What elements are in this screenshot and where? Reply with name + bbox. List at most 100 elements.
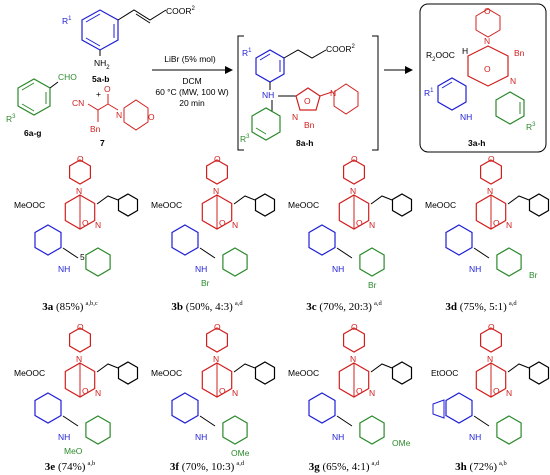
r3-label-3: R3 bbox=[526, 122, 536, 132]
morpholine-o: O bbox=[77, 154, 84, 164]
product-yield: (70%, 10:3) bbox=[179, 461, 235, 473]
aryl-ring bbox=[496, 247, 522, 277]
bridge-o: O bbox=[219, 386, 226, 396]
imine-n: N bbox=[95, 388, 101, 398]
benzyl-ring bbox=[254, 193, 276, 217]
product-footnote: a,b bbox=[499, 460, 507, 467]
product-id: 3e bbox=[45, 461, 56, 473]
product-caption: 3f (70%, 10:3)a,d bbox=[170, 460, 245, 473]
nh-label: NH bbox=[469, 264, 481, 274]
oxazole-n: N bbox=[292, 112, 298, 122]
product-yield: (72%) bbox=[467, 461, 498, 473]
morpholine-n: N bbox=[213, 186, 219, 196]
nh-label: NH bbox=[332, 432, 344, 442]
morpholine-o: O bbox=[214, 154, 221, 164]
ester-label: MeOOC bbox=[151, 368, 182, 378]
product-caption: 3c (70%, 20:3)a,d bbox=[306, 300, 382, 313]
imine-n: N bbox=[232, 388, 238, 398]
label-5: 5a-b bbox=[92, 74, 109, 84]
h-label-3: H bbox=[462, 46, 468, 56]
bridge-o: O bbox=[493, 218, 500, 228]
aryl-substituent: Br bbox=[529, 270, 538, 280]
benzyl-ring bbox=[528, 361, 550, 385]
r1-label-3: R1 bbox=[424, 88, 434, 98]
product-footnote: a,d bbox=[374, 300, 383, 307]
bridge-o: O bbox=[356, 218, 363, 228]
imine-n: N bbox=[506, 388, 512, 398]
product-id: 3d bbox=[445, 301, 457, 313]
carbonyl-o: O bbox=[104, 84, 111, 94]
product-id: 3f bbox=[170, 461, 180, 473]
morpholine-o: O bbox=[351, 154, 358, 164]
morpholine-ring bbox=[343, 327, 365, 353]
quinoline-benzo-ring bbox=[171, 224, 199, 256]
benzyl-ring bbox=[254, 361, 276, 385]
label-6: 6a-g bbox=[24, 128, 41, 138]
morpholine-n: N bbox=[350, 186, 356, 196]
aryl-substituent: Br bbox=[368, 280, 377, 290]
product-yield: (74%) bbox=[55, 461, 86, 473]
ester-label: COOR2 bbox=[166, 6, 196, 16]
r3-label-8: R3 bbox=[240, 134, 250, 144]
nh-label-3: NH bbox=[460, 112, 472, 122]
label-8: 8a-h bbox=[296, 138, 313, 148]
ester-label: MeOOC bbox=[425, 200, 456, 210]
morpholine-o: O bbox=[351, 322, 358, 332]
aryl-substituent: Br bbox=[201, 278, 210, 288]
bridge-o: O bbox=[356, 386, 363, 396]
product-yield: (85%) bbox=[53, 301, 84, 313]
morpholine-o: O bbox=[488, 154, 495, 164]
aryl-substituent: OMe bbox=[231, 448, 250, 458]
aryl-ring bbox=[359, 247, 385, 277]
reactant-7: CN O N O Bn 7 bbox=[72, 84, 155, 148]
aryl-ring bbox=[222, 247, 248, 277]
bridge-o: O bbox=[493, 386, 500, 396]
product-yield: (70%, 20:3) bbox=[317, 301, 373, 313]
bridge-o: O bbox=[82, 218, 89, 228]
label-7: 7 bbox=[100, 138, 105, 148]
reactant-5: COOR2 NH2 R1 5a-b bbox=[62, 6, 196, 84]
product-caption: 3b (50%, 4:3)a,d bbox=[171, 300, 243, 313]
product-caption: 3a (85%)a,b,c bbox=[42, 300, 98, 313]
reaction-arrow: LiBr (5% mol) DCM 60 °C (MW, 100 W) 20 m… bbox=[152, 54, 233, 108]
cn-label: CN bbox=[72, 98, 84, 108]
ester-label: MeOOC bbox=[288, 368, 319, 378]
benzyl-ring bbox=[117, 361, 139, 385]
nh-label: NH bbox=[332, 264, 344, 274]
aryl-ring bbox=[85, 415, 111, 445]
ester-label: MeOOC bbox=[151, 200, 182, 210]
morpholine-n: N bbox=[350, 354, 356, 364]
aryl-substituent: MeO bbox=[64, 446, 83, 456]
bn-label-7: Bn bbox=[90, 124, 101, 134]
product-footnote: a,b bbox=[87, 460, 95, 467]
bridge-o: O bbox=[219, 218, 226, 228]
product-caption: 3g (65%, 4:1)a,d bbox=[309, 460, 380, 473]
product-caption: 3d (75%, 5:1)a,d bbox=[445, 300, 517, 313]
quinoline-benzo-ring bbox=[34, 392, 62, 424]
product-id: 3a bbox=[42, 301, 54, 313]
morpholine-n: N bbox=[76, 354, 82, 364]
morpholine-o: O bbox=[488, 322, 495, 332]
ester-label: EtOOC bbox=[431, 368, 458, 378]
r1-label-8: R1 bbox=[242, 48, 252, 58]
product-id: 3h bbox=[455, 461, 467, 473]
condition-3: 60 °C (MW, 100 W) bbox=[155, 87, 228, 97]
condition-1: LiBr (5% mol) bbox=[164, 54, 216, 64]
product-yield: (50%, 4:3) bbox=[183, 301, 233, 313]
bridge-o: O bbox=[82, 386, 89, 396]
morpholine-ring bbox=[343, 159, 365, 185]
condition-4: 20 min bbox=[179, 98, 205, 108]
morpholine-ring bbox=[206, 159, 228, 185]
quinoline-benzo-ring bbox=[445, 392, 473, 424]
morpholine-ring bbox=[480, 327, 502, 353]
imine-n-3: N bbox=[510, 76, 516, 86]
morph-n-8: N bbox=[330, 88, 336, 98]
r1-label: R1 bbox=[62, 16, 72, 26]
aryl-ring bbox=[222, 415, 248, 445]
product-footnote: a,d bbox=[235, 300, 244, 307]
